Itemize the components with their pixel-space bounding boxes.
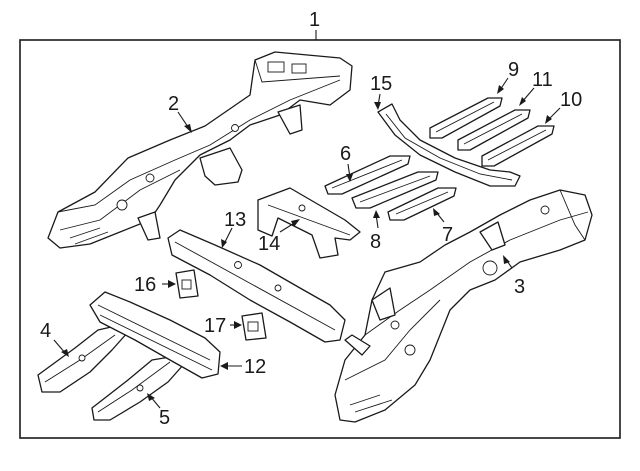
part-8-reinforcement [351, 171, 439, 209]
callout-7: 7 [442, 224, 453, 246]
callout-3: 3 [514, 276, 525, 298]
callout-12: 12 [244, 356, 266, 378]
part-10-reinforcement [481, 125, 555, 167]
arrow-8 [373, 210, 380, 218]
part-4-rail-extension [37, 324, 129, 393]
part-9-reinforcement [429, 97, 503, 139]
part-3-right-rail [334, 189, 593, 423]
callout-15: 15 [370, 73, 392, 95]
arrow-5 [147, 393, 155, 401]
callout-6: 6 [340, 143, 351, 165]
arrow-3 [503, 255, 510, 264]
arrow-9 [497, 85, 504, 94]
callout-8: 8 [370, 231, 381, 253]
callout-11: 11 [532, 69, 553, 91]
arrow-11 [519, 97, 526, 106]
callout-4: 4 [40, 320, 51, 342]
diagram-frame [19, 39, 621, 439]
callout-9: 9 [508, 59, 519, 81]
callout-14: 14 [258, 233, 280, 255]
part-12-crossmember [89, 291, 221, 379]
part-17-plate [241, 312, 267, 341]
part-2-left-rail [47, 51, 353, 249]
arrow-17 [234, 321, 242, 329]
arrow-13 [221, 239, 227, 248]
arrow-6 [346, 174, 353, 182]
arrow-7 [433, 208, 440, 216]
arrow-10 [545, 115, 552, 124]
arrow-16 [168, 280, 176, 288]
part-16-plate [175, 269, 199, 299]
arrow-2 [184, 124, 192, 133]
callout-17: 17 [204, 315, 226, 337]
arrow-14 [291, 219, 300, 227]
callout-13: 13 [224, 209, 246, 231]
callout-5: 5 [159, 407, 170, 429]
arrow-12 [220, 362, 228, 370]
part-5-rail-extension [91, 355, 185, 421]
part-13-center-crossmember [167, 229, 371, 356]
part-15-crossmember [377, 103, 521, 187]
arrow-4 [61, 349, 69, 357]
arrow-15 [374, 102, 381, 110]
part-11-reinforcement [457, 109, 531, 151]
part-7-reinforcement [387, 187, 457, 221]
callout-10: 10 [560, 89, 582, 111]
callout-2: 2 [168, 93, 179, 115]
callout-16: 16 [134, 274, 156, 296]
part-14-bracket [257, 187, 361, 259]
callout-1: 1 [309, 9, 320, 31]
part-6-reinforcement [324, 155, 411, 195]
